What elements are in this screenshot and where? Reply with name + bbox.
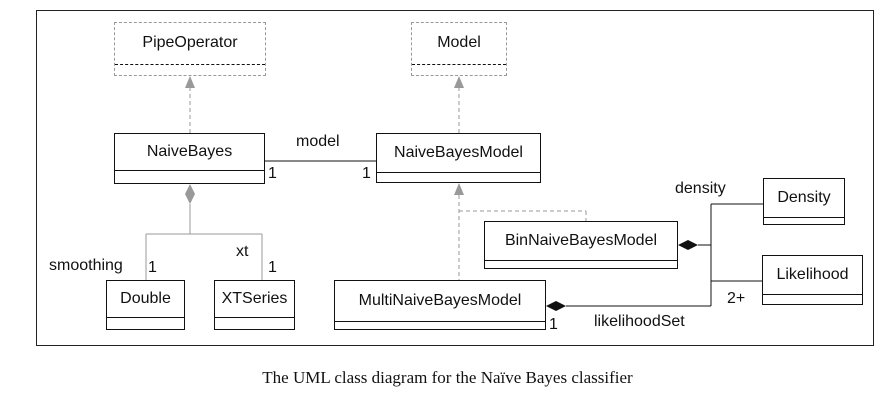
class-name: Likelihood xyxy=(776,266,849,283)
class-name: MultiNaiveBayesModel xyxy=(358,292,522,309)
class-name: NaiveBayesModel xyxy=(394,144,523,161)
figure-caption: The UML class diagram for the Naïve Baye… xyxy=(262,368,633,387)
multiplicity-likelihood: 2+ xyxy=(727,290,746,307)
realization-arrowhead-pipeoperator xyxy=(185,76,195,88)
multiplicity-xt: 1 xyxy=(268,259,277,276)
class-compartment xyxy=(215,317,294,318)
class-name: Density xyxy=(777,189,831,206)
class-compartment xyxy=(107,317,184,318)
class-compartment xyxy=(485,260,677,261)
label-likelihoodset: likelihoodSet xyxy=(594,313,685,330)
composition-diamond-binnaivebayesmodel xyxy=(678,240,698,250)
realization-arrowhead-model xyxy=(454,76,464,88)
class-pipeoperator: PipeOperator xyxy=(114,22,266,76)
class-name: Model xyxy=(437,34,481,51)
label-xt: xt xyxy=(236,243,249,260)
class-double: Double xyxy=(106,280,185,330)
label-model: model xyxy=(296,133,340,150)
class-xtseries: XTSeries xyxy=(214,280,295,330)
multiplicity-naivebayes-model: 1 xyxy=(268,165,277,182)
class-name: PipeOperator xyxy=(142,34,238,51)
diagram-frame xyxy=(36,10,874,346)
class-compartment xyxy=(377,172,540,173)
class-naivebayesmodel: NaiveBayesModel xyxy=(376,133,541,183)
label-density: density xyxy=(675,180,726,197)
class-compartment xyxy=(412,64,506,65)
class-compartment xyxy=(335,321,545,322)
multiplicity-multinaivebayesmodel: 1 xyxy=(549,316,558,333)
class-likelihood: Likelihood xyxy=(762,255,863,305)
class-naivebayes: NaiveBayes xyxy=(114,133,265,184)
label-smoothing: smoothing xyxy=(49,257,123,274)
class-binnaivebayesmodel: BinNaiveBayesModel xyxy=(484,221,678,269)
class-model: Model xyxy=(411,22,507,76)
generalization-arrowhead-naivebayesmodel xyxy=(454,183,464,195)
class-name: BinNaiveBayesModel xyxy=(504,232,658,249)
class-name: Double xyxy=(120,290,171,307)
class-name: XTSeries xyxy=(221,290,288,307)
class-density: Density xyxy=(763,178,845,225)
multiplicity-smoothing: 1 xyxy=(148,259,157,276)
class-name: NaiveBayes xyxy=(146,143,233,160)
class-compartment xyxy=(115,64,265,65)
class-compartment xyxy=(115,170,264,171)
composition-diamond-naivebayes xyxy=(185,184,195,204)
composition-diamond-multinaivebayesmodel xyxy=(546,301,566,311)
class-multinaivebayesmodel: MultiNaiveBayesModel xyxy=(334,280,546,330)
class-compartment xyxy=(764,217,844,218)
class-compartment xyxy=(763,294,862,295)
multiplicity-naivebayesmodel-model: 1 xyxy=(362,165,371,182)
